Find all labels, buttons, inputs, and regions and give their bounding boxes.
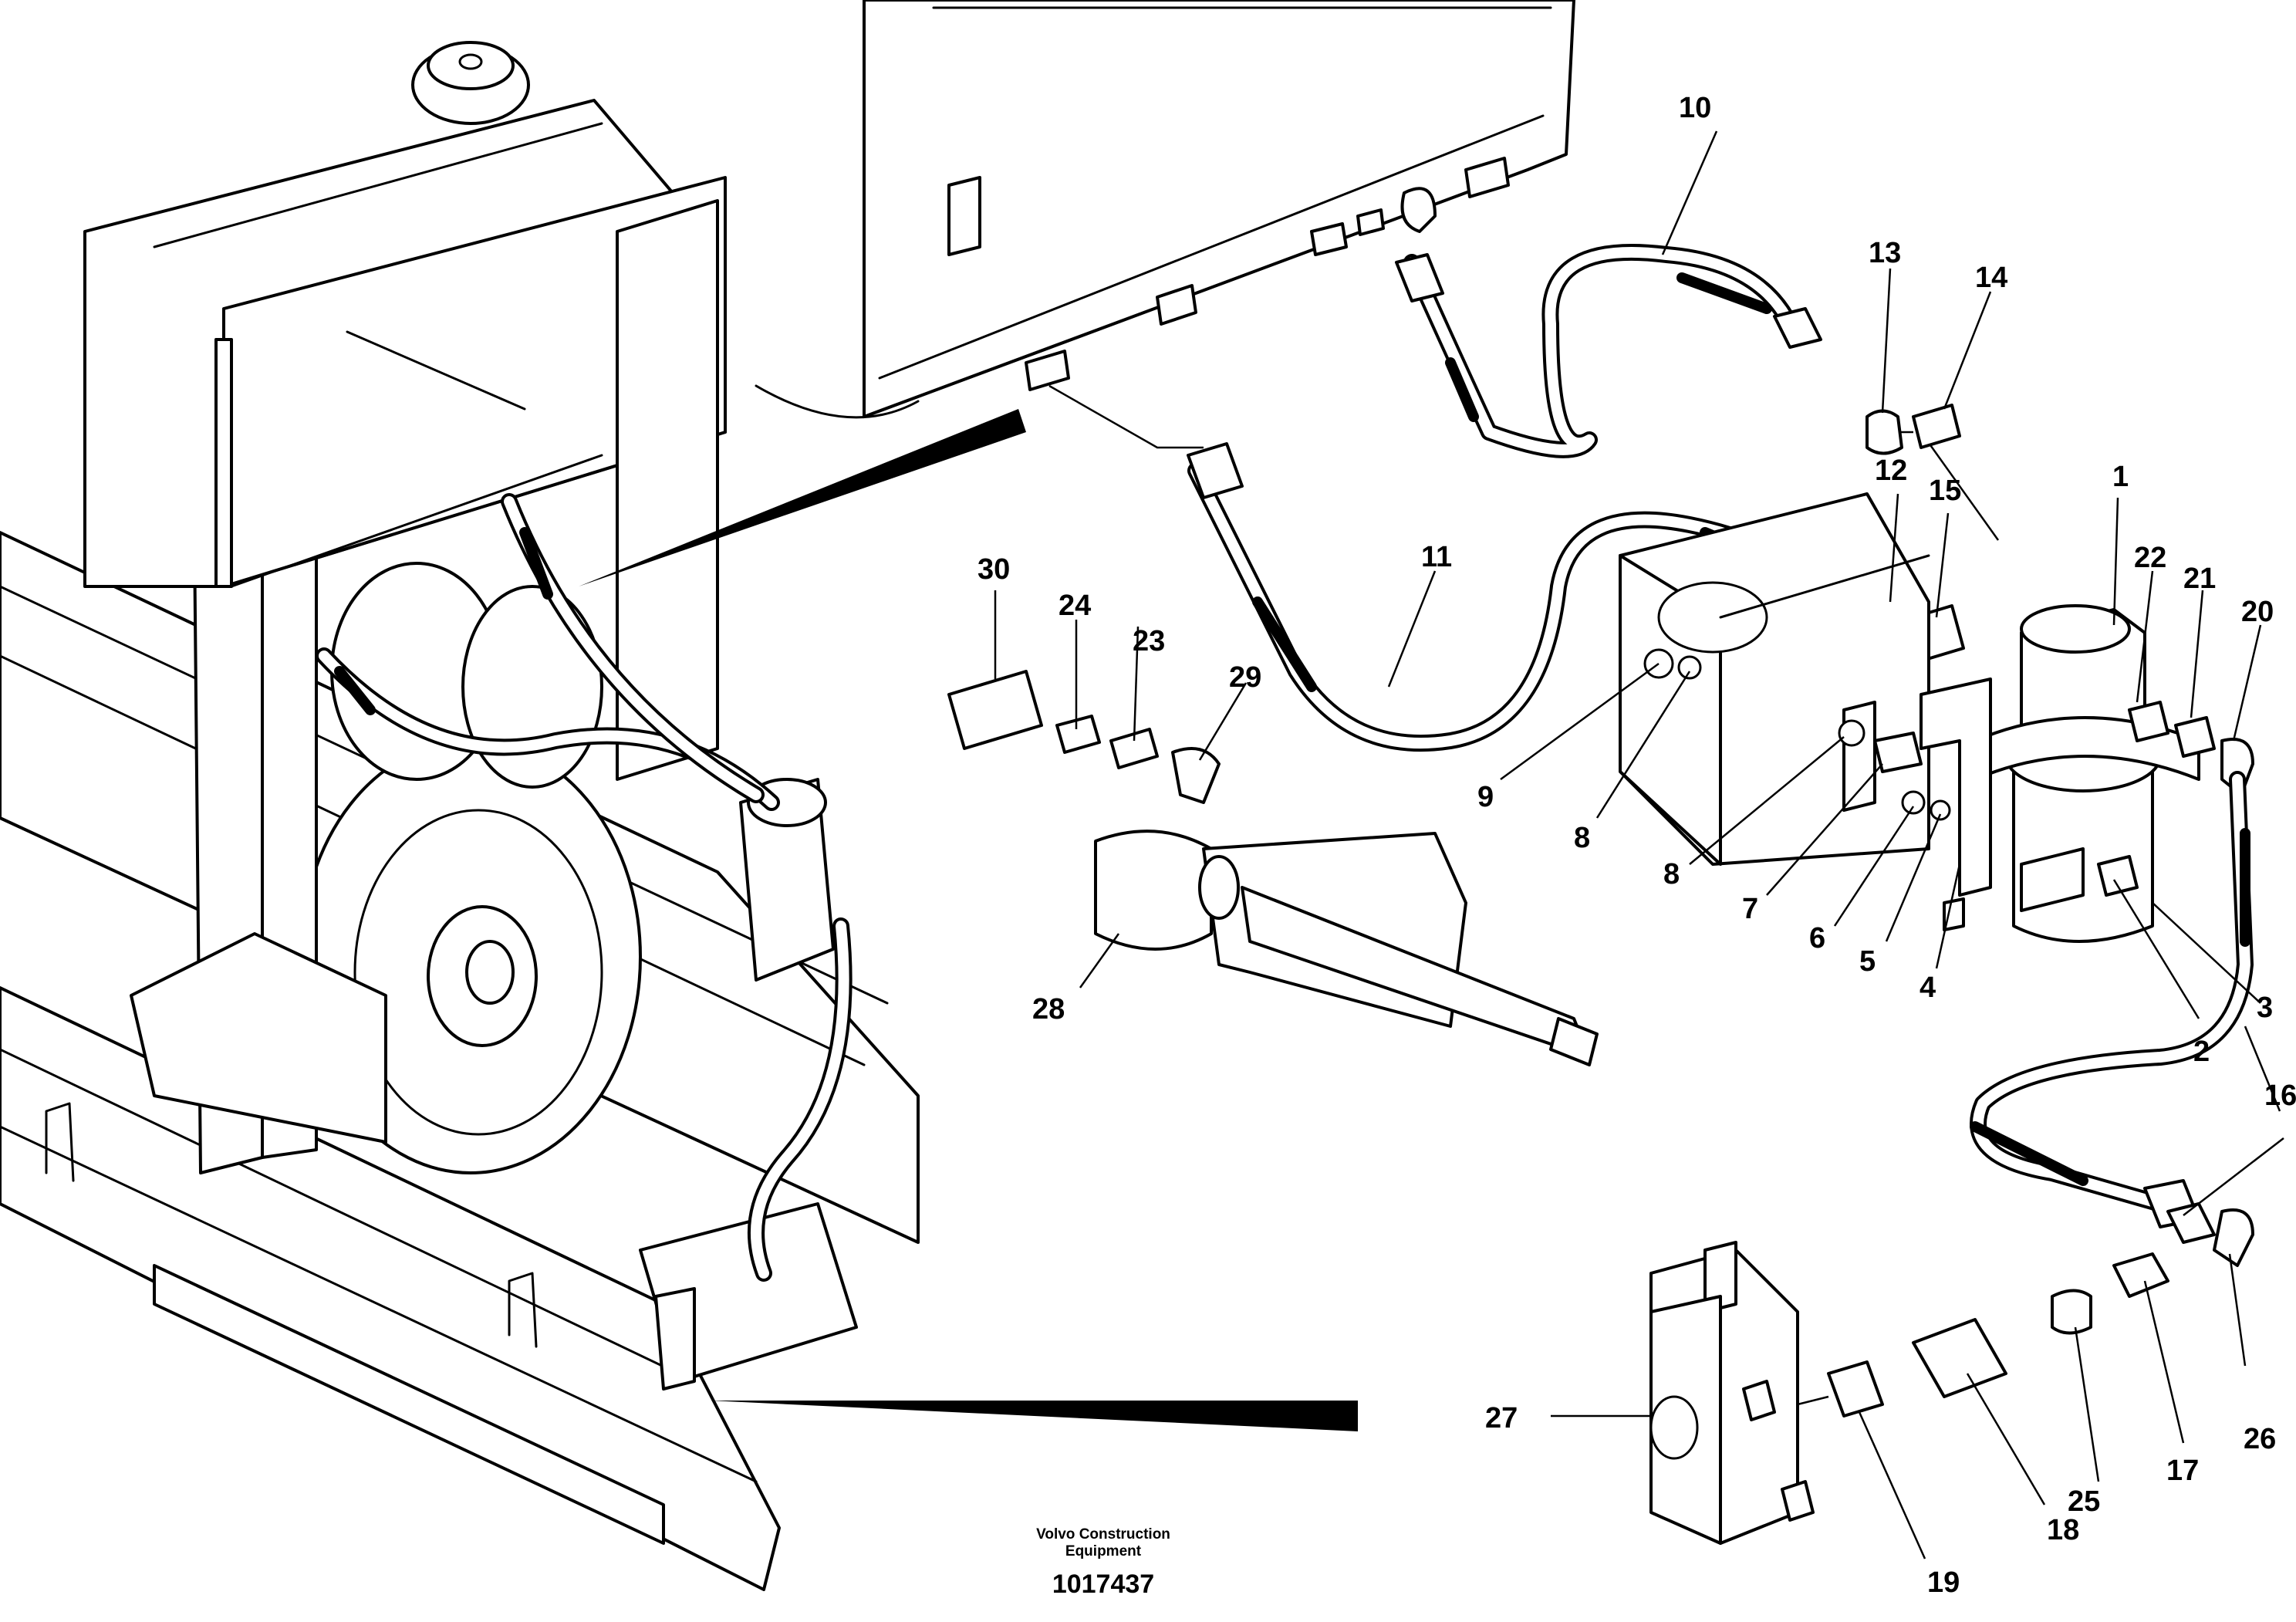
callout-12: 12 [1875,454,1907,487]
callout-3: 3 [2257,992,2273,1024]
callout-27: 27 [1485,1402,1518,1434]
callout-6: 6 [1809,922,1825,955]
callout-5: 5 [1859,945,1876,978]
callout-18: 18 [2047,1514,2079,1546]
callout-4: 4 [1920,972,1936,1004]
callout-7: 7 [1742,893,1758,925]
drawing-number: 1017437 [1052,1570,1155,1599]
callout-16: 16 [2264,1080,2296,1112]
valve-assembly [1551,1241,2007,1545]
callout-20: 20 [2241,596,2274,628]
callout-24: 24 [1059,590,1091,622]
callout-26: 26 [2244,1423,2276,1455]
callout-22: 22 [2134,542,2166,574]
callout-8b: 8 [1663,858,1680,890]
callout-13: 13 [1869,237,1901,269]
callout-23: 23 [1133,625,1165,657]
callout-11: 11 [1421,541,1452,573]
callout-19: 19 [1927,1566,1960,1599]
callout-leaders [994,130,2284,1559]
manufacturer-credit: Volvo Construction Equipment 1017437 [988,1526,1219,1599]
callout-17: 17 [2166,1455,2199,1487]
callout-10: 10 [1679,92,1711,124]
machine-frame-assembly [0,41,1358,1591]
brand-line-2: Equipment [1065,1543,1142,1559]
callout-15: 15 [1929,475,1961,507]
callout-9: 9 [1477,781,1494,813]
callout-2: 2 [2193,1036,2210,1068]
callout-29: 29 [1229,661,1261,694]
callout-8a: 8 [1574,822,1590,854]
steering-cylinder-assembly [947,670,1599,1066]
brand-line-1: Volvo Construction [1036,1526,1170,1543]
callout-30: 30 [977,553,1010,586]
tank-bottom-detail [755,0,1575,419]
callout-labels: 1 2 3 4 5 6 7 8 8 9 10 11 12 13 14 15 16… [977,92,2296,1599]
callout-21: 21 [2183,563,2216,595]
pump-bracket-assembly [1619,492,2254,1335]
callout-1: 1 [2112,461,2129,493]
callout-25: 25 [2068,1485,2100,1518]
callout-14: 14 [1975,262,2007,294]
callout-28: 28 [1032,993,1065,1026]
